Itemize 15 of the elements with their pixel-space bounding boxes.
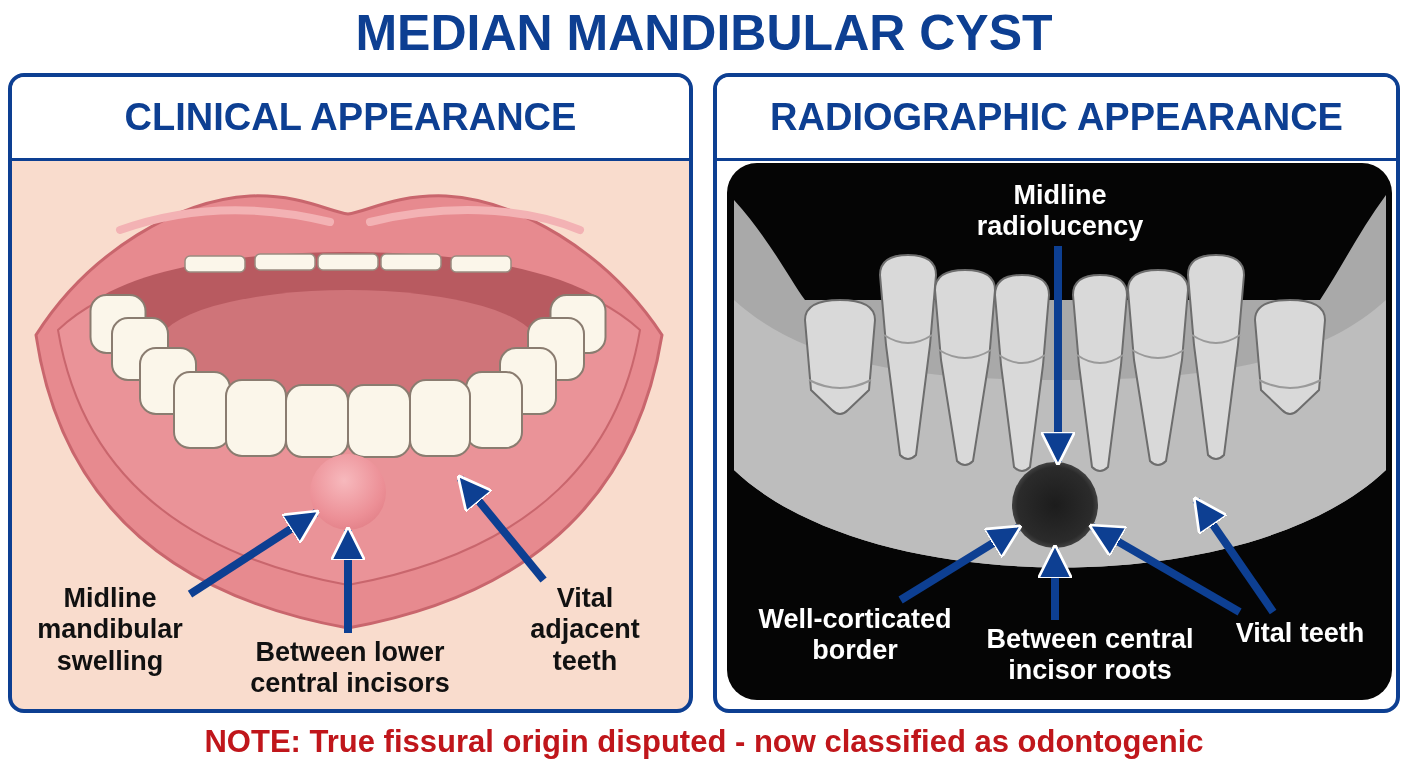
callout-label: Midline radiolucency (960, 176, 1160, 246)
panel (713, 73, 1400, 713)
arrow (1192, 495, 1277, 615)
note-caption: NOTE: True fissural origin disputed - now classified as odontogenic (203, 724, 1205, 760)
panel-heading: RADIOGRAPHIC APPEARANCE (717, 77, 1396, 161)
diagram-title: MEDIAN MANDIBULAR CYST (354, 4, 1054, 62)
panel-heading: CLINICAL APPEARANCE (12, 77, 689, 161)
arrow (1087, 523, 1242, 616)
callout-label: Vital teeth (1215, 612, 1385, 656)
callout-label: Between lower central incisors (225, 633, 475, 703)
arrow (1039, 246, 1077, 467)
callout-label: Midline mandibular swelling (30, 580, 190, 680)
arrow (898, 524, 1023, 604)
callout-label: Vital adjacent teeth (515, 580, 655, 680)
panel (8, 73, 693, 713)
